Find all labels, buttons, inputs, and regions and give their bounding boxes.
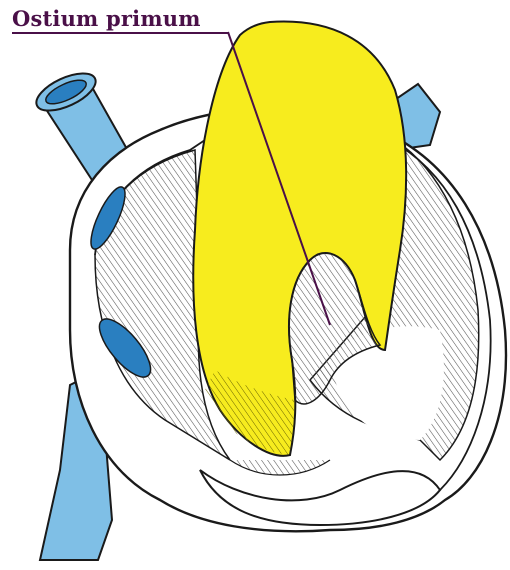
ostium-primum-label: Ostium primum [12,6,201,31]
